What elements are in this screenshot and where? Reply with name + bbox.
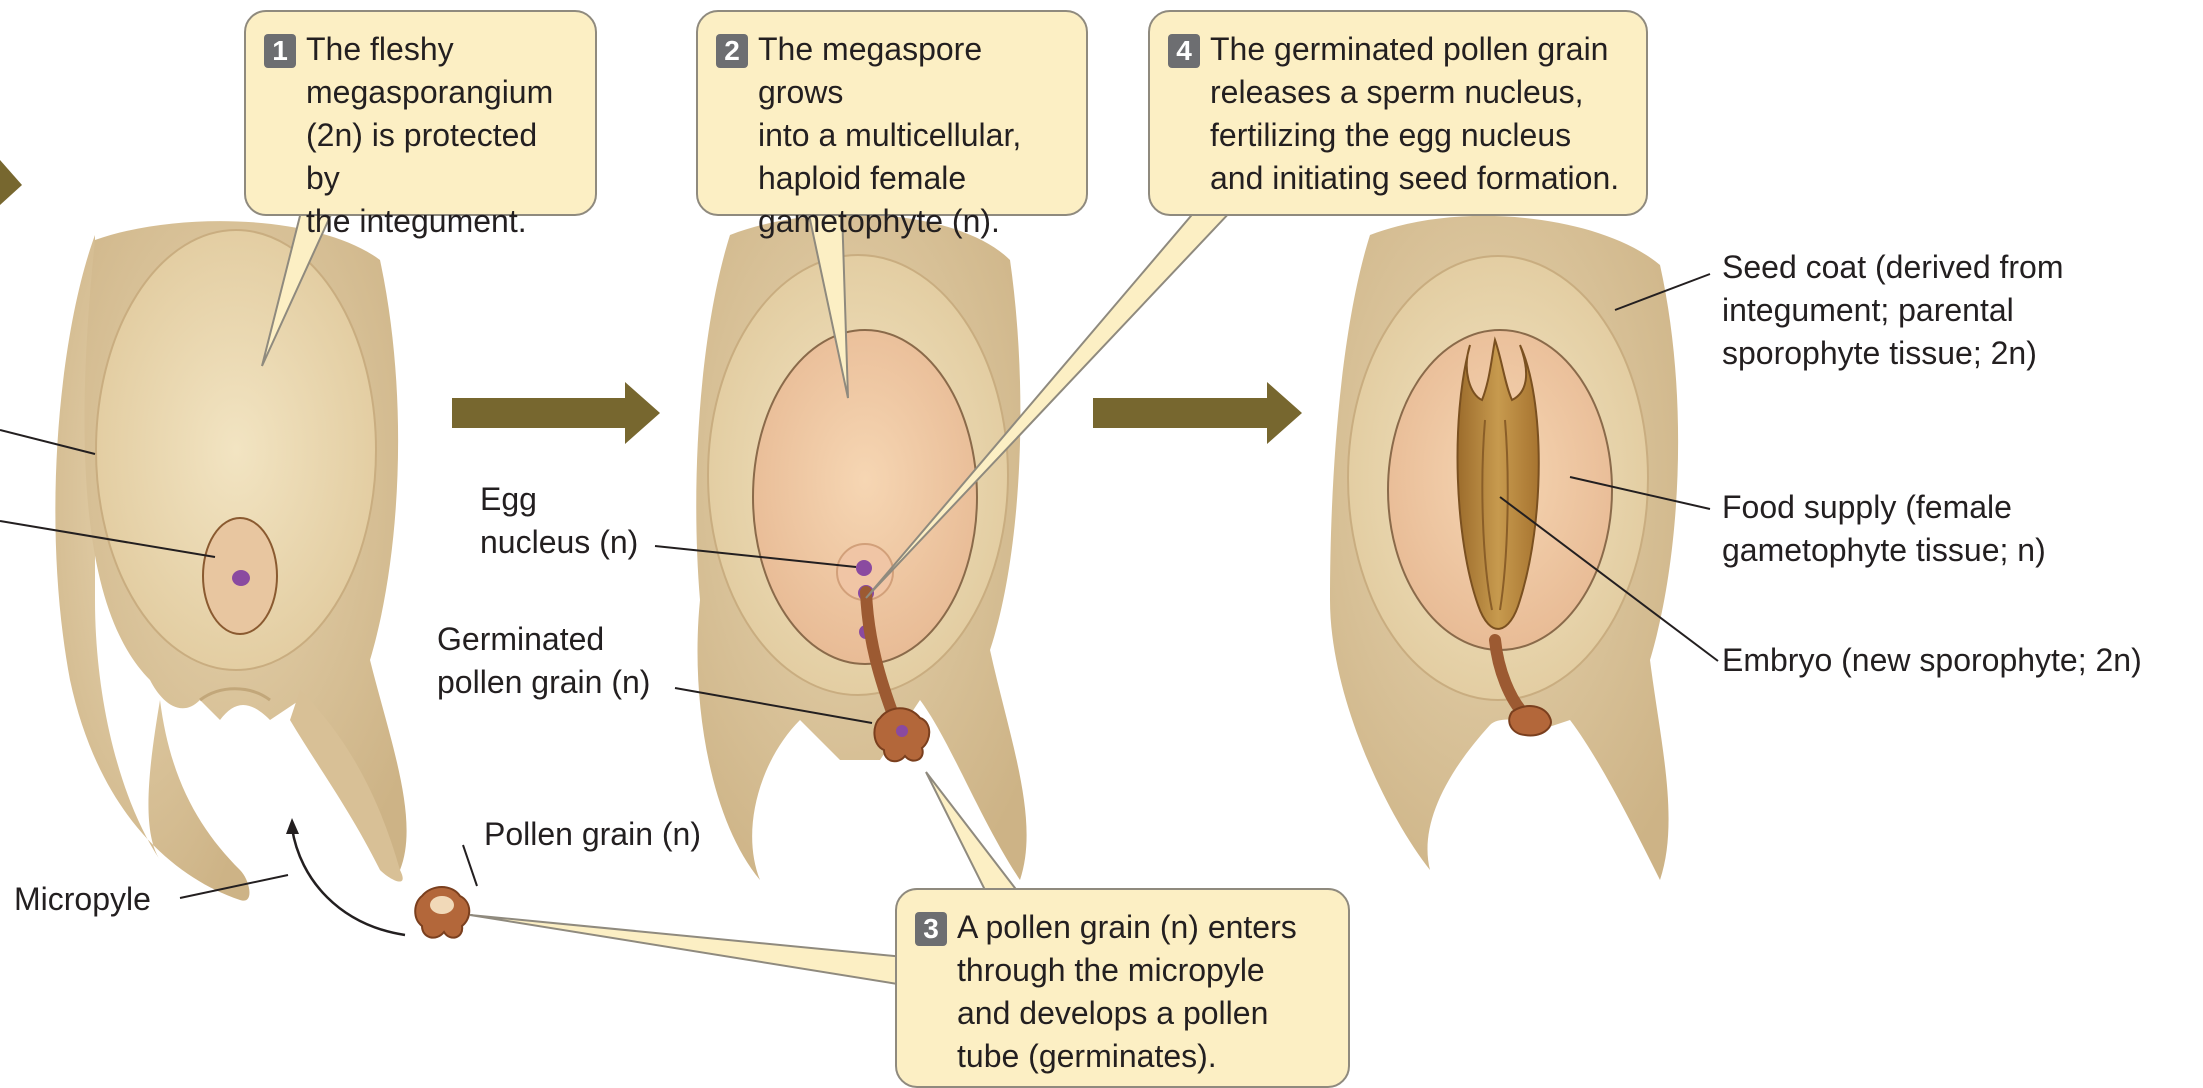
callout-text-4: The germinated pollen grain releases a s… [1210, 28, 1626, 200]
callout-text-2: The megaspore grows into a multicellular… [758, 28, 1066, 243]
step-number-4: 4 [1168, 34, 1200, 68]
callout-text-3: A pollen grain (n) enters through the mi… [957, 906, 1328, 1078]
label-seed-coat: Seed coat (derived from integument; pare… [1722, 246, 2064, 375]
label-pollen-grain: Pollen grain (n) [484, 813, 701, 856]
step-number-1: 1 [264, 34, 296, 68]
label-embryo: Embryo (new sporophyte; 2n) [1722, 639, 2142, 682]
pollen-grain [415, 887, 469, 938]
label-egg-nucleus: Egg nucleus (n) [480, 478, 638, 564]
step-number-2: 2 [716, 34, 748, 68]
callout-step-1: 1 The fleshy megasporangium (2n) is prot… [244, 10, 597, 216]
step-number-3: 3 [915, 912, 947, 946]
callout-text-1: The fleshy megasporangium (2n) is protec… [306, 28, 575, 243]
process-arrow-2 [1093, 382, 1302, 444]
incoming-arrow [0, 160, 22, 205]
ovule-unfertilized [55, 221, 406, 901]
label-food-supply: Food supply (female gametophyte tissue; … [1722, 486, 2046, 572]
egg-nucleus [856, 560, 872, 576]
label-germinated-pollen-grain: Germinated pollen grain (n) [437, 618, 650, 704]
seed [1330, 216, 1678, 880]
germinated-pollen-nucleus [896, 725, 908, 737]
label-micropyle: Micropyle [14, 878, 151, 921]
pollen-remnant [1509, 706, 1551, 735]
callout-step-3: 3 A pollen grain (n) enters through the … [895, 888, 1350, 1088]
process-arrow-1 [452, 382, 660, 444]
callout3-pointer-pollen [470, 915, 935, 990]
ovule-pollinated [696, 214, 1026, 880]
megaspore-nucleus [232, 570, 250, 586]
callout-step-2: 2 The megaspore grows into a multicellul… [696, 10, 1088, 216]
callout-step-4: 4 The germinated pollen grain releases a… [1148, 10, 1648, 216]
